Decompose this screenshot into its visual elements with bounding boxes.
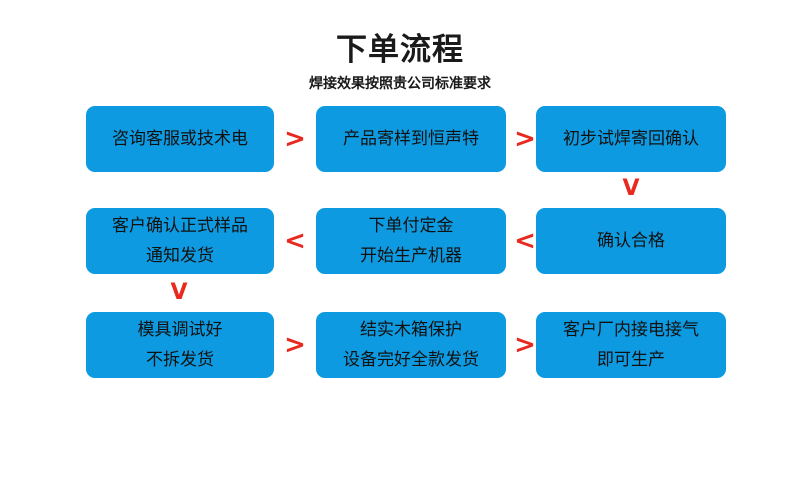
flow-node-5-line-2: 开始生产机器 xyxy=(360,246,462,266)
flow-node-6[interactable]: 确认合格 xyxy=(536,208,726,274)
flow-node-4-line-1: 客户确认正式样品 xyxy=(112,216,248,236)
flow-node-9-line-2: 即可生产 xyxy=(597,350,665,370)
flow-node-8-line-2: 设备完好全款发货 xyxy=(343,350,479,370)
flow-node-3[interactable]: 初步试焊寄回确认 xyxy=(536,106,726,172)
flow-node-2-line-1: 产品寄样到恒声特 xyxy=(343,129,479,149)
flow-node-8[interactable]: 结实木箱保护 设备完好全款发货 xyxy=(316,312,506,378)
flow-node-4[interactable]: 客户确认正式样品 通知发货 xyxy=(86,208,274,274)
arrow-right-icon-1: > xyxy=(284,124,306,154)
page-title: 下单流程 xyxy=(336,32,464,68)
arrow-right-icon-3: > xyxy=(284,330,306,360)
flow-node-7[interactable]: 模具调试好 不拆发货 xyxy=(86,312,274,378)
flow-node-6-line-1: 确认合格 xyxy=(597,231,665,251)
flow-node-9-line-1: 客户厂内接电接气 xyxy=(563,320,699,340)
flow-node-4-line-2: 通知发货 xyxy=(146,246,214,266)
flow-node-3-line-1: 初步试焊寄回确认 xyxy=(563,129,699,149)
arrow-right-icon-4: > xyxy=(514,330,536,360)
flow-node-5[interactable]: 下单付定金 开始生产机器 xyxy=(316,208,506,274)
arrow-left-icon-2: < xyxy=(514,226,536,256)
flow-node-2[interactable]: 产品寄样到恒声特 xyxy=(316,106,506,172)
arrow-down-icon-2: V xyxy=(170,280,188,305)
flow-node-1[interactable]: 咨询客服或技术电 xyxy=(86,106,274,172)
flow-node-9[interactable]: 客户厂内接电接气 即可生产 xyxy=(536,312,726,378)
flow-node-8-line-1: 结实木箱保护 xyxy=(360,320,462,340)
arrow-right-icon-2: > xyxy=(514,124,536,154)
flow-node-5-line-1: 下单付定金 xyxy=(368,216,454,236)
flow-node-7-line-2: 不拆发货 xyxy=(146,350,214,370)
flow-node-1-line-1: 咨询客服或技术电 xyxy=(112,129,248,149)
arrow-down-icon-1: V xyxy=(622,176,640,201)
arrow-left-icon-1: < xyxy=(284,226,306,256)
page-subtitle: 焊接效果按照贵公司标准要求 xyxy=(309,76,491,92)
flow-node-7-line-1: 模具调试好 xyxy=(137,320,223,340)
